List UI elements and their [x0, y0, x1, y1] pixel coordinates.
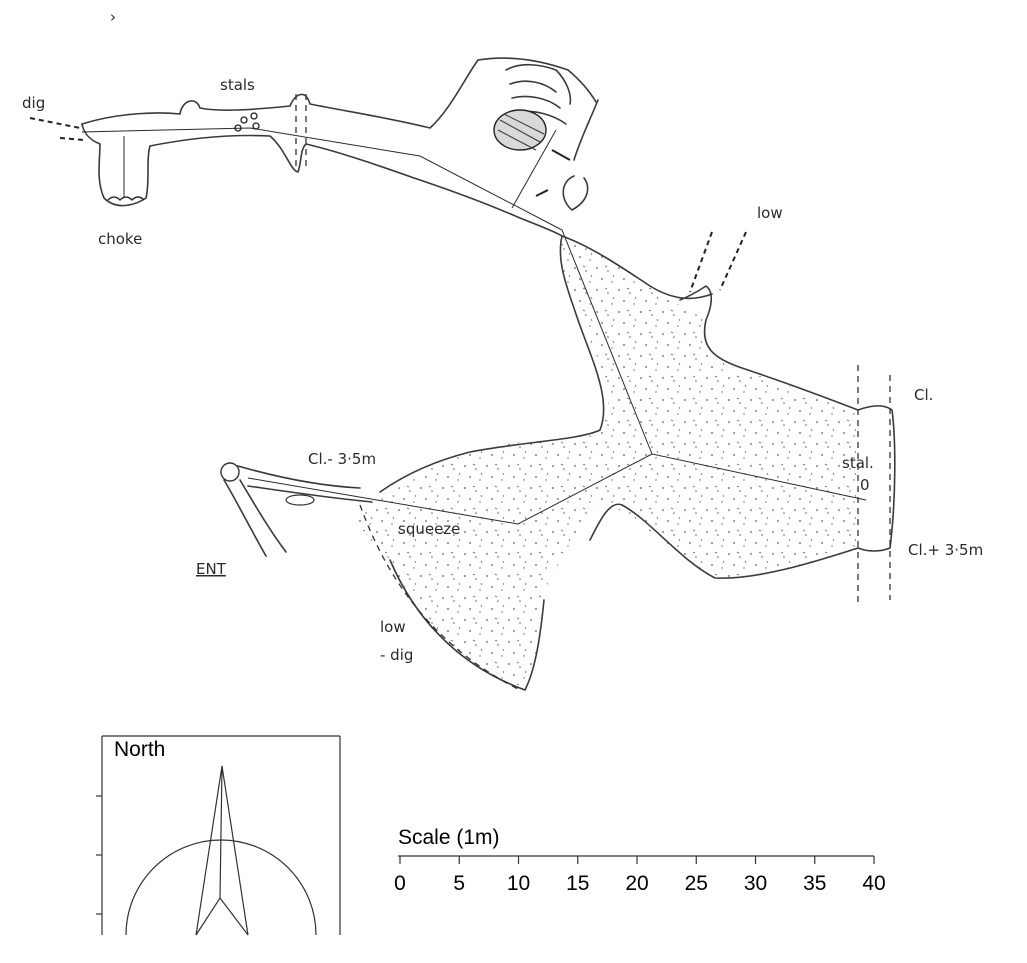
label-dig-south: - dig — [380, 646, 413, 664]
scale-ticks: 0 5 10 15 20 25 30 35 40 — [394, 856, 886, 895]
label-dig: dig — [22, 94, 45, 112]
scale-tick-label: 25 — [685, 872, 708, 895]
label-choke: choke — [98, 230, 142, 248]
dashed-boundaries — [29, 94, 891, 691]
scale-tick-label: 5 — [453, 872, 465, 895]
stal-markers — [107, 112, 260, 201]
label-cl-west: Cl.- 3·5m — [308, 450, 376, 468]
label-stal-mark: 0 — [860, 476, 870, 494]
entrance-passage — [220, 462, 373, 557]
scale-tick-label: 20 — [625, 872, 648, 895]
label-cl-east: Cl. — [914, 386, 933, 404]
west-passage — [81, 57, 597, 237]
north-arrow-panel: North — [96, 735, 341, 936]
north-label: North — [114, 738, 165, 761]
stray-mark: › — [110, 8, 116, 26]
label-stals: stals — [220, 76, 255, 94]
label-squeeze: squeeze — [398, 520, 460, 538]
label-low-south: low — [380, 618, 406, 636]
central-chamber — [352, 235, 896, 691]
boulder-area — [493, 63, 599, 211]
scale-tick-label: 40 — [862, 872, 885, 895]
label-low-ne: low — [757, 204, 783, 222]
scale-tick-label: 0 — [394, 872, 406, 895]
scale-tick-label: 15 — [566, 872, 589, 895]
survey-lines — [81, 127, 867, 525]
scale-tick-label: 30 — [744, 872, 767, 895]
label-stal: stal. — [842, 454, 874, 472]
label-entrance: ENT — [196, 560, 227, 578]
scale-title: Scale (1m) — [398, 826, 500, 849]
scale-tick-label: 10 — [507, 872, 530, 895]
scale-tick-label: 35 — [803, 872, 826, 895]
label-cl-southeast: Cl.+ 3·5m — [908, 541, 983, 559]
scale-bar: Scale (1m) 0 5 10 15 20 25 30 35 40 — [394, 826, 886, 895]
